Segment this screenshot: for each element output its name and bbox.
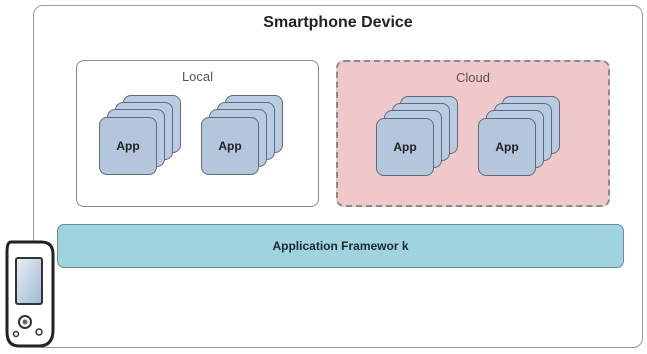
local-app-stack-1: App (99, 95, 185, 185)
device-title: Smartphone Device (263, 14, 413, 31)
local-group-label: Local (181, 69, 214, 84)
app-card: App (478, 118, 536, 176)
cloud-app-stack-1: App (376, 96, 462, 186)
cloud-app-stack-2: App (478, 96, 564, 186)
app-card: App (99, 117, 157, 175)
cloud-group-label: Cloud (456, 70, 490, 85)
smartphone-icon (5, 240, 55, 348)
app-card: App (376, 118, 434, 176)
cloud-group: Cloud App App (336, 60, 610, 207)
app-card: App (201, 117, 259, 175)
local-group: Local App App (76, 60, 319, 207)
local-app-stack-2: App (201, 95, 287, 185)
application-framework-bar: Application Framewor k (57, 224, 624, 268)
